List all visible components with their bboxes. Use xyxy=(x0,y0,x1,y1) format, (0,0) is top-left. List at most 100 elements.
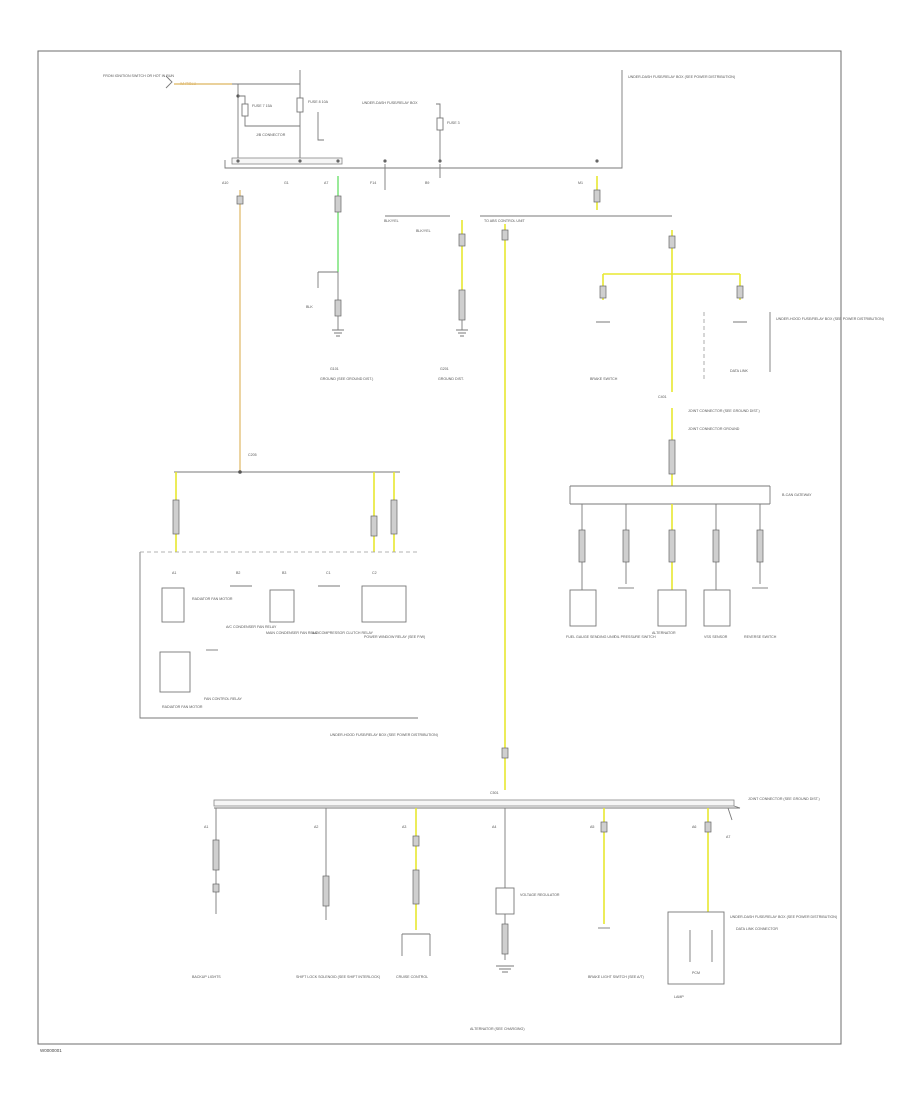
svg-text:CRUISE CONTROL: CRUISE CONTROL xyxy=(396,975,428,979)
bus-pin-5 xyxy=(438,159,442,163)
center-note: UNDER-DASH FUSE/RELAY BOX xyxy=(362,101,418,105)
left-item-5: C2 POWER WINDOW RELAY (SEE P/W) xyxy=(361,571,425,639)
connector-c15 xyxy=(668,439,676,475)
bottom-pin-5: A5 xyxy=(590,825,594,829)
row2-mid-label: BLK/YEL xyxy=(384,219,399,223)
bottom-item-1: BACKUP LIGHTS xyxy=(192,808,221,979)
svg-text:POWER WINDOW RELAY (SEE P/W): POWER WINDOW RELAY (SEE P/W) xyxy=(364,635,425,639)
svg-text:A1: A1 xyxy=(172,571,176,575)
top-pin-4: F14 xyxy=(370,181,376,185)
svg-text:B3: B3 xyxy=(282,571,286,575)
ground-1-id: G101 xyxy=(330,367,339,371)
connector-c9 xyxy=(668,235,676,249)
connector-c4 xyxy=(458,233,466,247)
left-item-2: B2 A/C CONDENSER FAN RELAY xyxy=(226,571,277,629)
fuse-c-lead xyxy=(436,103,441,118)
split-label: JOINT CONNECTOR (SEE GROUND DIST.) xyxy=(688,409,760,413)
svg-text:B2: B2 xyxy=(236,571,240,575)
ground-symbol-2 xyxy=(456,329,468,337)
fuse-a-lead xyxy=(238,95,246,104)
connector-c10 xyxy=(599,285,607,299)
svg-text:UNDER-DASH FUSE/RELAY BOX (SEE: UNDER-DASH FUSE/RELAY BOX (SEE POWER DIS… xyxy=(730,915,837,919)
connector-c3 xyxy=(334,299,342,317)
svg-text:ALTERNATOR: ALTERNATOR xyxy=(652,631,676,635)
svg-text:DATA LINK CONNECTOR: DATA LINK CONNECTOR xyxy=(736,927,778,931)
bottom-item-6: PCM LAMP UNDER-DASH FUSE/RELAY BOX (SEE … xyxy=(667,808,837,999)
svg-text:A/C COMPRESSOR CLUTCH RELAY: A/C COMPRESSOR CLUTCH RELAY xyxy=(312,631,374,635)
left-splice-label: C205 xyxy=(248,453,257,457)
ground-1-caption: GROUND (SEE GROUND DIST.) xyxy=(320,377,373,381)
svg-text:PCM: PCM xyxy=(692,971,700,975)
left-splice-dot xyxy=(238,470,242,474)
svg-text:C2: C2 xyxy=(372,571,377,575)
svg-text:OIL PRESSURE SWITCH: OIL PRESSURE SWITCH xyxy=(614,635,656,639)
connector-c12 xyxy=(172,499,180,535)
top-pin-6: M1 xyxy=(578,181,583,185)
fuse-b-label: FUSE 8 10A xyxy=(308,100,329,104)
svg-text:MAIN CONDENSER FAN RELAY: MAIN CONDENSER FAN RELAY xyxy=(266,631,320,635)
fuse-b-branch xyxy=(317,112,324,141)
svg-text:VOLTAGE REGULATOR: VOLTAGE REGULATOR xyxy=(520,893,560,897)
ground-2-caption: GROUND DIST. xyxy=(438,377,464,381)
bus-pin-4 xyxy=(383,159,387,163)
connector-c7 xyxy=(501,747,509,759)
row2-left-label: TO ABS CONTROL UNIT xyxy=(484,219,526,223)
svg-text:ALTERNATOR (SEE CHARGING): ALTERNATOR (SEE CHARGING) xyxy=(470,1027,525,1031)
svg-text:REVERSE SWITCH: REVERSE SWITCH xyxy=(744,635,777,639)
connector-c13 xyxy=(370,515,378,537)
connector-c11 xyxy=(736,285,744,299)
connector-c5 xyxy=(458,289,466,321)
top-pin-5: B9 xyxy=(425,181,429,185)
connector-c8 xyxy=(593,189,601,203)
row2-wire-b: BLK/YEL xyxy=(416,229,431,233)
bottom-bus-end xyxy=(733,805,741,809)
ground-symbol-1 xyxy=(332,329,344,337)
bottom-pin-7: A7 xyxy=(726,835,730,839)
svg-text:FUEL GAUGE SENDING UNIT: FUEL GAUGE SENDING UNIT xyxy=(566,635,617,639)
fuse-a-label: FUSE 7 15A xyxy=(252,104,273,108)
connector-c1 xyxy=(236,195,244,205)
svg-text:RADIATOR FAN MOTOR: RADIATOR FAN MOTOR xyxy=(162,705,203,709)
ignition-source-connector: FROM IGNITION SWITCH OR HOT IN RUN WHT/B… xyxy=(103,74,197,89)
bus-pin-6 xyxy=(595,159,599,163)
row2-wire-a: BLK xyxy=(306,305,313,309)
bottom-pin-6: A6 xyxy=(692,825,696,829)
svg-text:VSS SENSOR: VSS SENSOR xyxy=(704,635,728,639)
bottom-pin-3: A3 xyxy=(402,825,406,829)
bus-pin-1 xyxy=(236,159,240,163)
page-code: W0000001 xyxy=(40,1048,62,1053)
svg-text:FAN CONTROL RELAY: FAN CONTROL RELAY xyxy=(204,697,243,701)
fuse-c-label: FUSE 3 xyxy=(447,121,460,125)
left-block-outline xyxy=(139,552,418,719)
left-item-1: A1 RADIATOR FAN MOTOR xyxy=(161,571,233,623)
left-item-3: B3 MAIN CONDENSER FAN RELAY xyxy=(266,571,320,635)
right-b-label: DATA LINK xyxy=(730,369,748,373)
connector-c6 xyxy=(501,229,509,241)
fuse-bus-bar xyxy=(231,157,343,165)
radiator-motor: RADIATOR FAN MOTOR xyxy=(159,651,203,709)
fuse-a-out xyxy=(244,116,300,127)
svg-text:RADIATOR FAN MOTOR: RADIATOR FAN MOTOR xyxy=(192,597,233,601)
bus-pin-2 xyxy=(298,159,302,163)
right-item-3: ALTERNATOR xyxy=(652,504,687,635)
connector-c14 xyxy=(390,499,398,535)
top-pin-3: A7 xyxy=(324,181,328,185)
bottom-item-2: SHIFT LOCK SOLENOID (SEE SHIFT INTERLOCK… xyxy=(296,808,380,979)
top-pin-2: G1 xyxy=(284,181,289,185)
fuse-box-outline xyxy=(224,70,623,169)
svg-text:BACKUP LIGHTS: BACKUP LIGHTS xyxy=(192,975,221,979)
right-box-label: UNDER-DASH FUSE/RELAY BOX (SEE POWER DIS… xyxy=(628,75,735,79)
fuse-b xyxy=(296,97,304,113)
ground-2-id: G201 xyxy=(440,367,449,371)
svg-text:A/C CONDENSER FAN RELAY: A/C CONDENSER FAN RELAY xyxy=(226,625,277,629)
svg-text:SHIFT LOCK SOLENOID (SEE SHIFT: SHIFT LOCK SOLENOID (SEE SHIFT INTERLOCK… xyxy=(296,975,380,979)
svg-text:C1: C1 xyxy=(326,571,331,575)
bottom-item-5: BRAKE LIGHT SWITCH (SEE A/T) xyxy=(588,808,644,979)
left-outline-caption: UNDER-HOOD FUSE/RELAY BOX (SEE POWER DIS… xyxy=(330,733,438,737)
connector-c2 xyxy=(334,195,342,213)
svg-text:BRAKE LIGHT SWITCH (SEE A/T): BRAKE LIGHT SWITCH (SEE A/T) xyxy=(588,975,644,979)
right-item-2: OIL PRESSURE SWITCH xyxy=(614,504,656,639)
svg-text:LAMP: LAMP xyxy=(674,995,684,999)
fuse-a xyxy=(241,103,249,117)
bus-pin-3 xyxy=(336,159,340,163)
